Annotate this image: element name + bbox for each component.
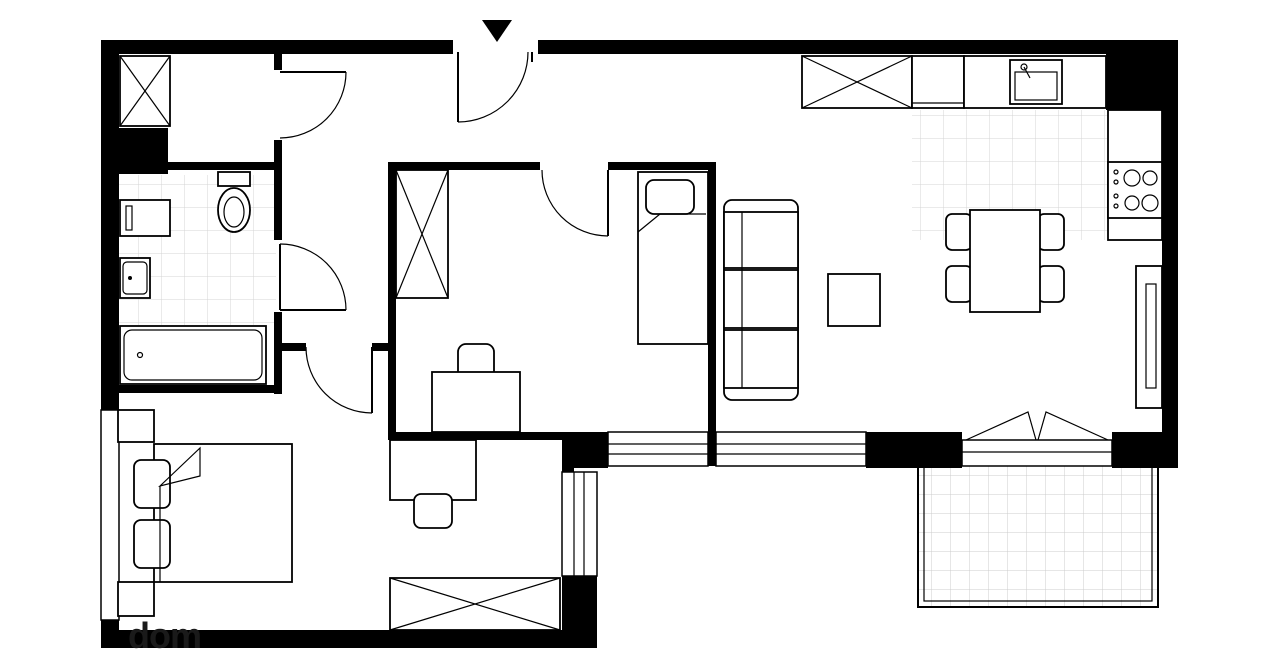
sofa [723, 199, 799, 401]
sink-icon [119, 257, 151, 299]
toilet-icon [217, 171, 251, 233]
double-bed [117, 409, 293, 617]
bedroom-desk [389, 439, 477, 529]
bathtub-icon [119, 325, 267, 385]
washing-machine-icon [119, 199, 171, 237]
cooktop-icon [1107, 161, 1163, 219]
triangle-down-icon [482, 20, 512, 42]
kitchen [801, 55, 1163, 409]
wardrobes [119, 55, 561, 631]
balcony [917, 464, 1159, 608]
watermark-logo-text: dom [128, 615, 202, 656]
doors [279, 51, 1109, 441]
windows [100, 409, 1113, 621]
desk [431, 343, 521, 433]
single-bed [637, 171, 709, 345]
coffee-table [827, 273, 881, 327]
interior-walls [118, 54, 716, 466]
dining-table [945, 209, 1065, 313]
sink-icon [1009, 59, 1063, 105]
